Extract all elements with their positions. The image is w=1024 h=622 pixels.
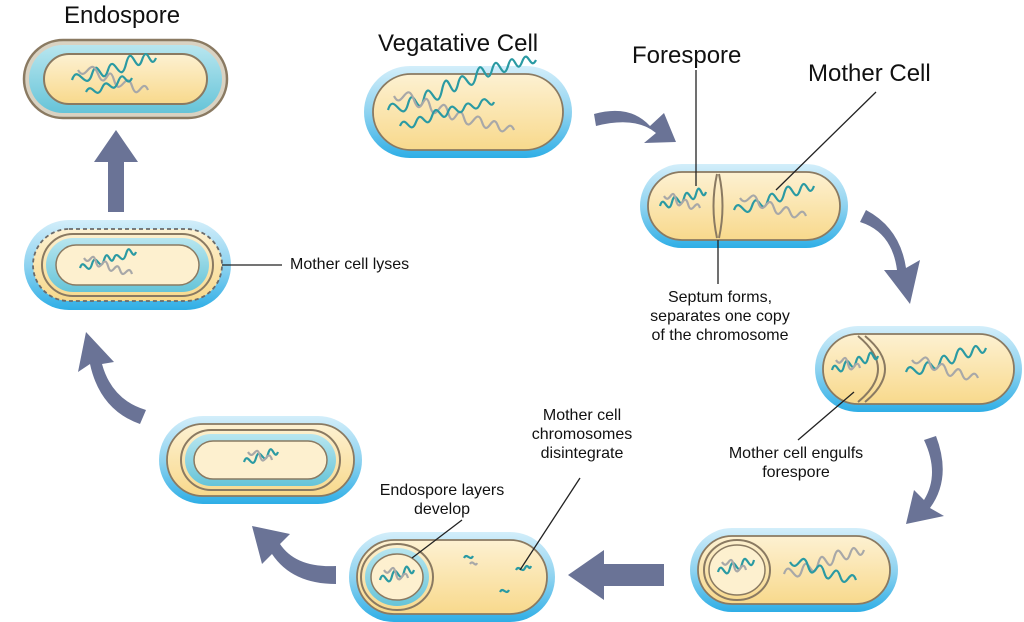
mother-cell-chromosome [732, 182, 816, 219]
septum-wall [712, 173, 724, 239]
cycle-arrows [78, 110, 944, 600]
vegetative-chromosome [386, 55, 537, 133]
forespore-chromosome [658, 187, 708, 210]
engulfment-cell [815, 326, 1022, 412]
arrow-mature-to-disintegrate [568, 550, 664, 600]
layers-pointer [411, 519, 463, 559]
mother-cell-label: Mother Cell [808, 60, 931, 87]
arrow-engulf-to-mature [906, 436, 944, 524]
arrow-disintegrate-to-forming [252, 526, 336, 584]
endospore-forming-cell [159, 416, 362, 504]
disintegrating-cell [349, 532, 555, 622]
engulfs-pointer [797, 391, 855, 441]
lyses-label: Mother cell lyses [290, 256, 410, 273]
chromosomes-label: Mother cell chromosomes disintegrate [531, 407, 633, 463]
arrow-septum-to-engulf [860, 210, 920, 304]
mother-cell-pointer [775, 91, 877, 191]
arrow-forming-to-lysing [78, 332, 146, 424]
lysing-cell [24, 220, 231, 310]
vegetative-cell [364, 55, 572, 158]
arrow-up [94, 130, 138, 212]
endospore-chromosome [70, 53, 158, 94]
forespore-label: Forespore [632, 42, 742, 69]
chromosomes-pointer [519, 477, 581, 571]
septum-cell [640, 164, 848, 248]
engulfed-chromosome [830, 351, 880, 373]
vegetative-cell-label: Vegatative Cell [378, 30, 539, 57]
endospore-label: Endospore [64, 2, 181, 29]
layers-label: Endospore layers develop [379, 482, 505, 519]
forespore-maturing-cell [690, 528, 898, 612]
pointer-lines [222, 70, 877, 571]
arrow-veg-to-septum [594, 110, 676, 143]
endospore-cell [22, 38, 229, 120]
engulfs-label: Mother cell engulfs forespore [728, 445, 864, 482]
septum-label: Septum forms, separates one copy of the … [650, 289, 790, 345]
mother-chromosome-2 [904, 344, 988, 381]
engulfing-membrane [857, 335, 886, 403]
